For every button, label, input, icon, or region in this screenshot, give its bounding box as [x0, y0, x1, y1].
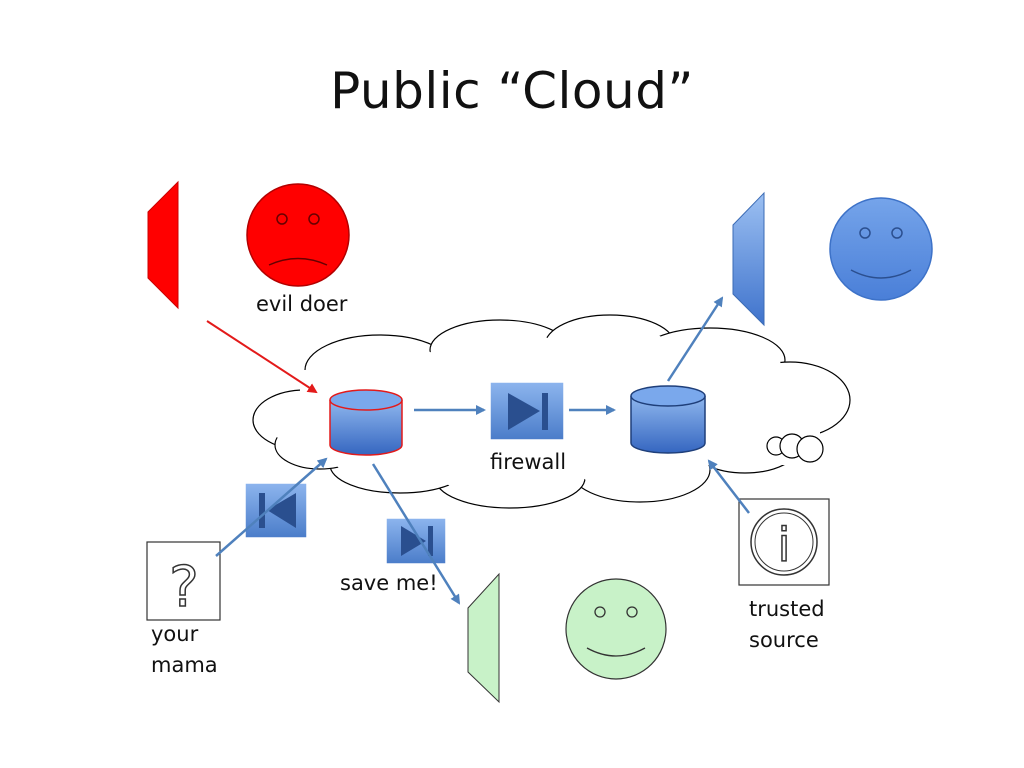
flow-arrow-mama-to-db [215, 457, 328, 557]
public-cloud-shape [252, 314, 851, 509]
evil-doer-door-icon [147, 180, 179, 310]
save-me-next-button[interactable] [385, 517, 447, 565]
slide-title: Public “Cloud” [330, 62, 694, 120]
unknown-source-help-icon: ? [146, 541, 221, 621]
your-mama-label-line2: mama [151, 653, 218, 677]
evil-doer-label: evil doer [256, 292, 348, 316]
trusted-source-label-line2: source [749, 628, 819, 652]
trusted-door-icon [732, 191, 765, 327]
firewall-label: firewall [490, 450, 567, 474]
previous-button[interactable] [244, 482, 308, 539]
firewall-next-button[interactable] [489, 381, 565, 441]
friendly-door-icon [467, 572, 500, 704]
info-glyph: i [778, 518, 791, 572]
trusted-source-info-icon: i [738, 498, 830, 586]
attack-arrow [206, 320, 318, 394]
evil-doer-frown-face-icon [246, 183, 350, 287]
question-mark-glyph: ? [169, 555, 199, 620]
flow-arrow-source-to-db [707, 459, 750, 514]
save-me-label: save me! [340, 571, 438, 595]
database-icon [630, 385, 706, 454]
flow-arrow-db-to-friendly [371, 463, 461, 605]
your-mama-label-line1: your [151, 622, 199, 646]
flow-arrow-to-trusted [666, 296, 724, 382]
friendly-smiley-face-icon [565, 578, 667, 680]
trusted-source-label-line1: trusted [749, 597, 825, 621]
trusted-smiley-face-icon [829, 197, 933, 301]
compromised-database-icon [329, 389, 403, 456]
